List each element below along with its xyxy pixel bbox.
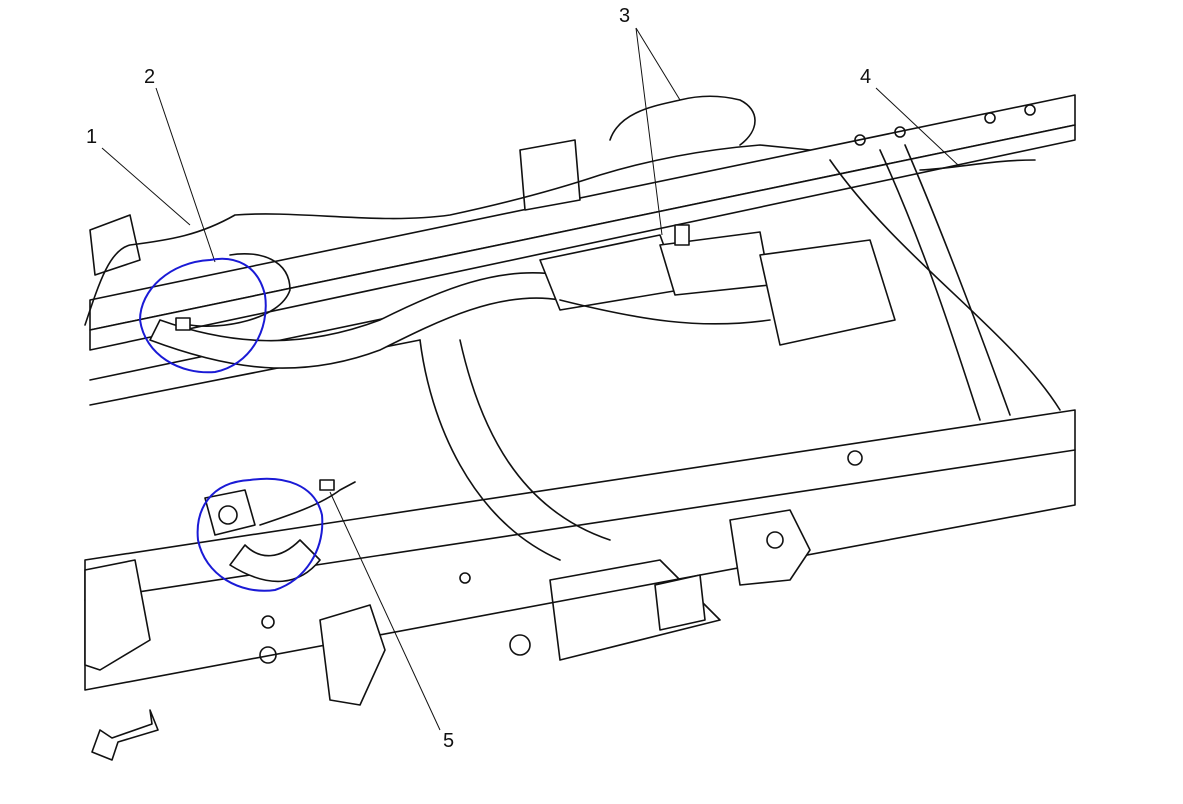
callout-5: 5: [443, 730, 455, 752]
upper-frame-rail: [89, 94, 1076, 406]
lower-frame-rail: [84, 409, 1076, 706]
front-arrow-icon: [91, 709, 159, 761]
crossmembers: [89, 139, 1061, 561]
callout-1: 1: [86, 126, 98, 148]
callout-4: 4: [860, 66, 872, 88]
leader-lines: [101, 27, 959, 731]
highlight-circle-lower: [196, 477, 324, 592]
highlight-circle-upper: [138, 257, 267, 374]
wiring-harness: [84, 95, 1036, 526]
callout-3: 3: [619, 5, 631, 27]
exhaust-system: [149, 231, 896, 583]
callout-2: 2: [144, 66, 156, 88]
